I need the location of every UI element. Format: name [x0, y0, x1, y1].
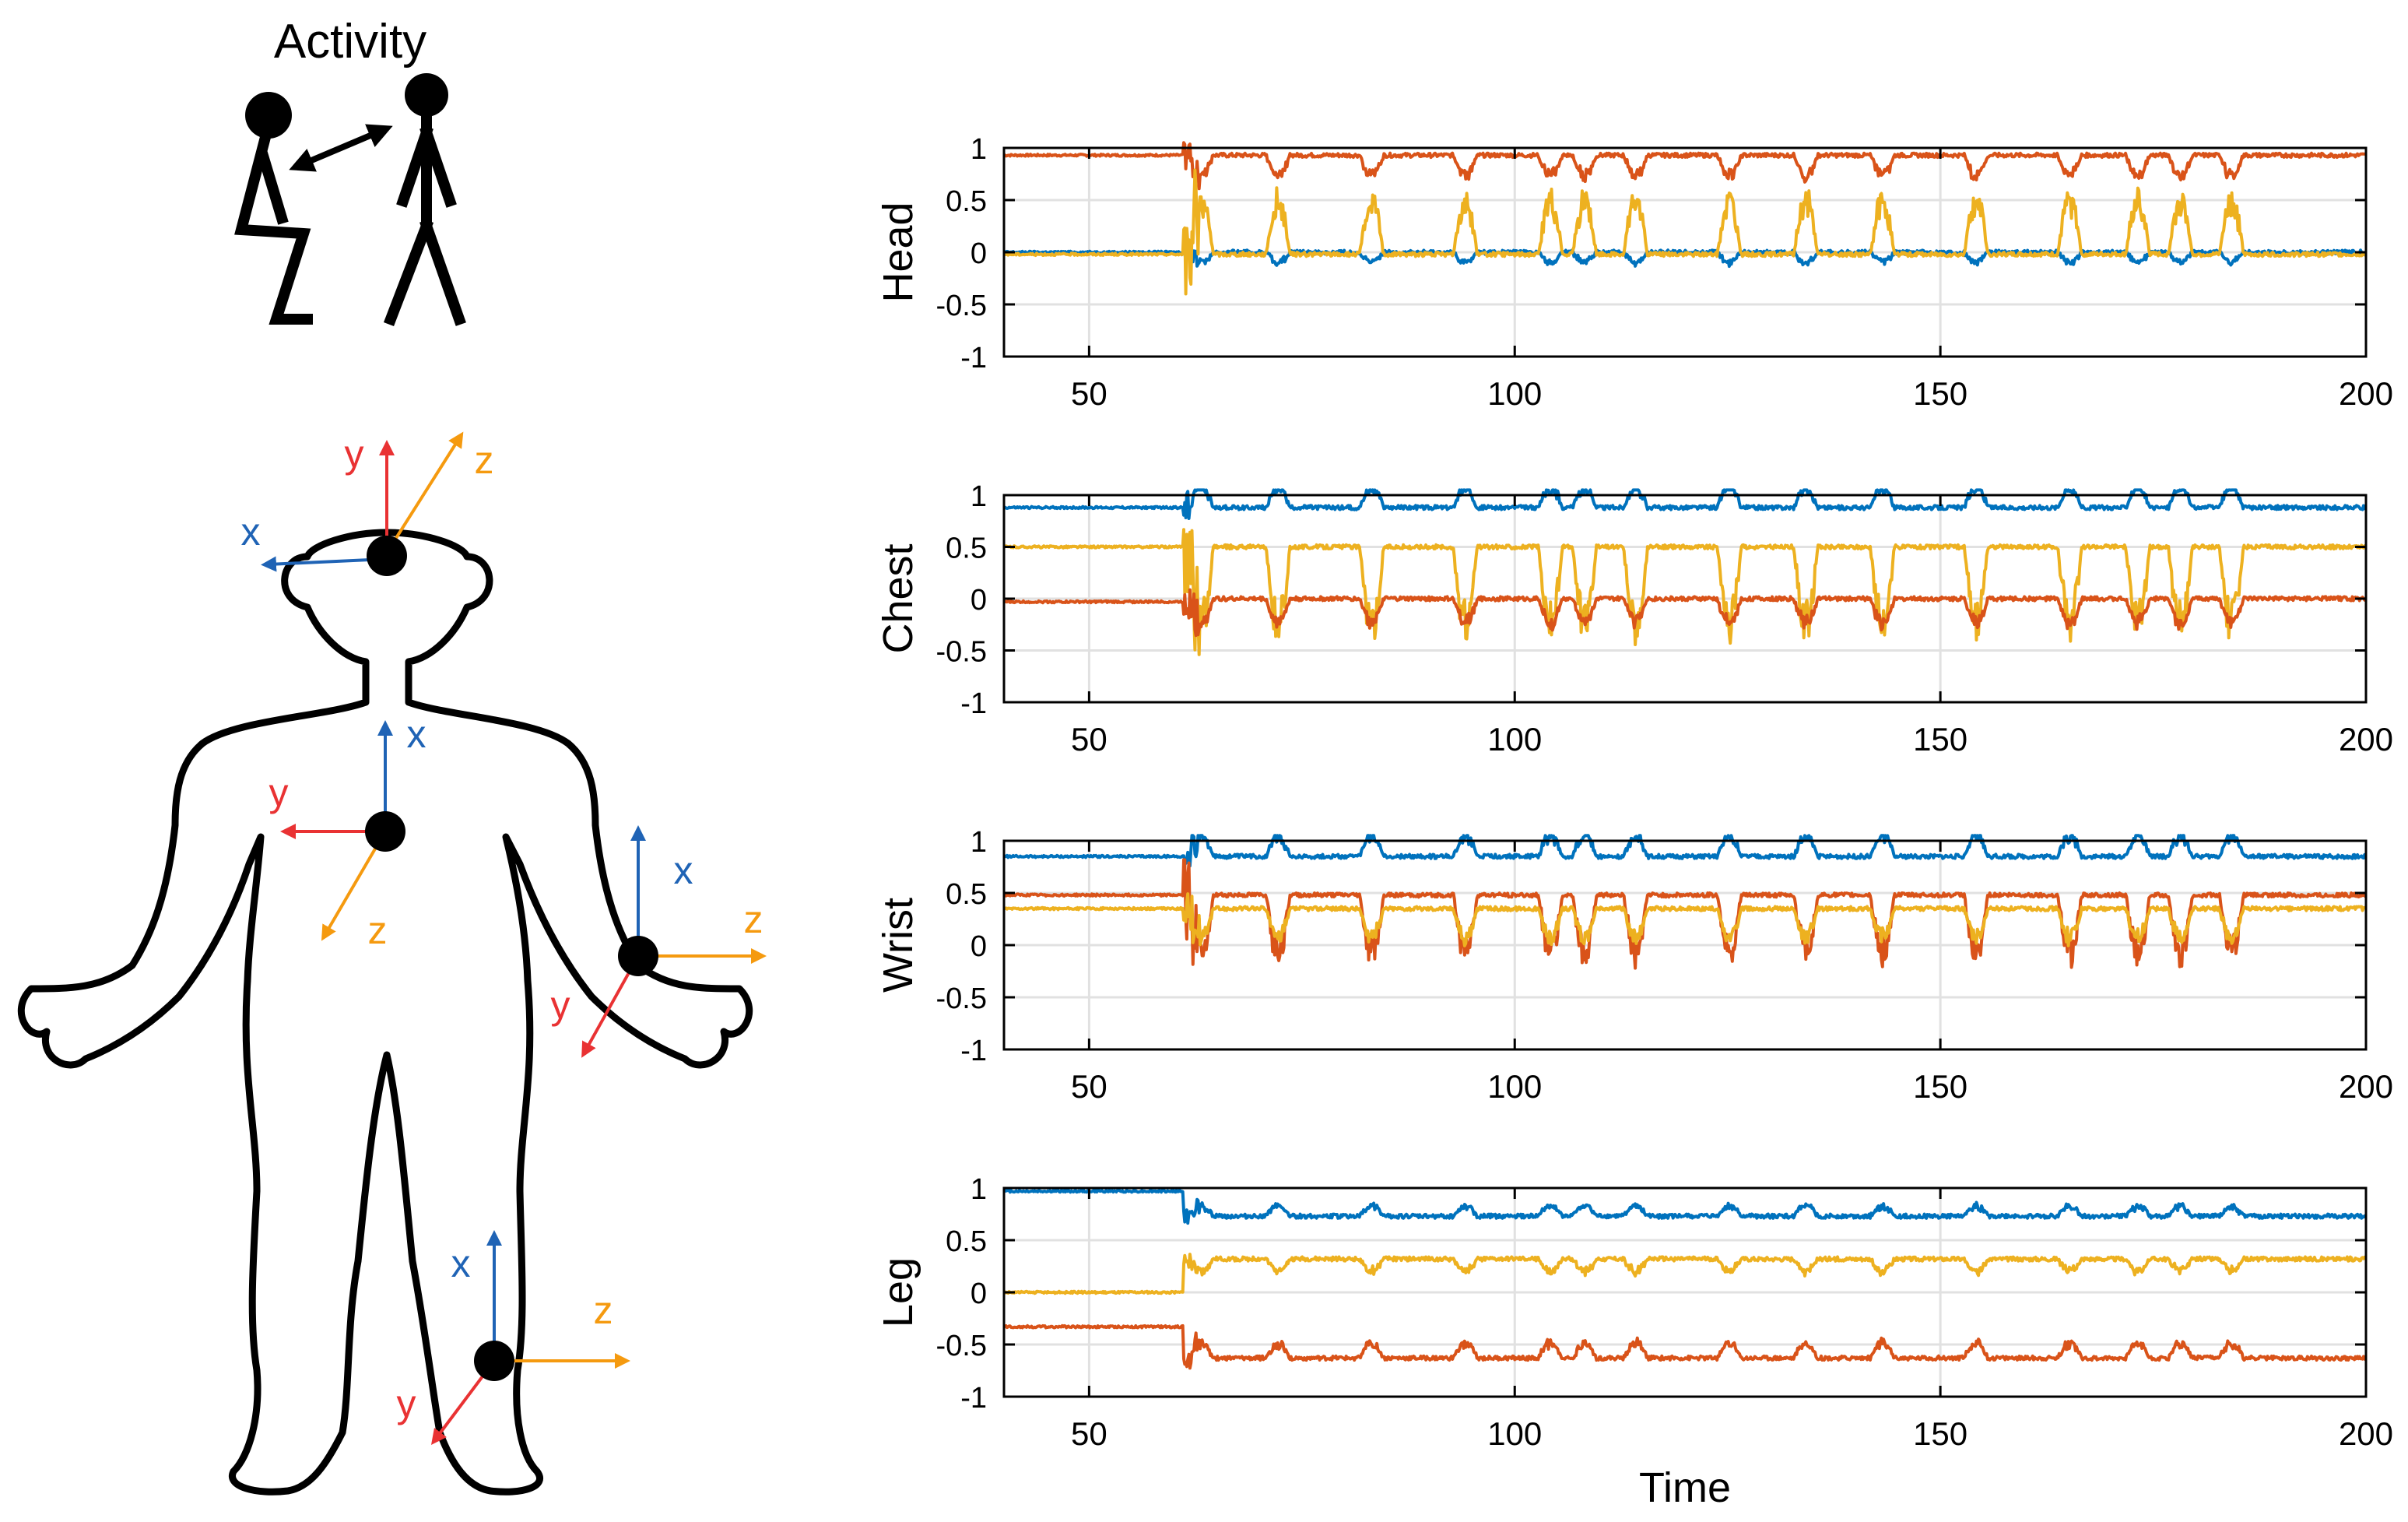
y-tick-label: 0.5 [946, 533, 987, 565]
leg-axis-x-label: x [451, 1242, 471, 1285]
y-tick-label: -0.5 [936, 982, 987, 1015]
series-line [1002, 168, 2368, 296]
x-tick-label: 100 [1487, 1415, 1542, 1452]
x-tick-label: 150 [1913, 1068, 1967, 1105]
head-axis-x-label: x [241, 510, 261, 554]
y-tick-label: 0 [971, 930, 987, 963]
body-sensor-illustration: Activity y z x x y z [17, 15, 767, 1496]
series-line [1002, 1253, 2368, 1295]
series-line [1003, 528, 2367, 656]
series-line [1003, 488, 2368, 520]
head-sensor: y z x [241, 431, 494, 576]
chart-wrist: 50 100 150 200 1 0.5 0 -0.5 -1 Wrist [875, 826, 2393, 1105]
y-tick-label: 0 [971, 1278, 987, 1310]
activity-title: Activity [274, 15, 426, 69]
y-tick-label: -0.5 [936, 290, 987, 322]
leg-sensor: x z y [397, 1230, 630, 1445]
series-line [1003, 141, 2367, 191]
y-tick-label: 0.5 [946, 1225, 987, 1258]
y-tick-label: 0 [971, 237, 987, 270]
x-tick-label: 150 [1913, 721, 1967, 757]
chest-sensor: x y z [269, 712, 426, 952]
x-tick-label: 100 [1487, 721, 1542, 757]
series-line [1002, 834, 2368, 868]
x-tick-label: 50 [1071, 1415, 1107, 1452]
y-tick-label: 0 [971, 584, 987, 617]
x-tick-label: 200 [2339, 1415, 2393, 1452]
leg-axis-y-label: y [397, 1382, 416, 1425]
y-tick-label: 0.5 [946, 878, 987, 911]
x-tick-label: 100 [1487, 1068, 1542, 1105]
y-tick-label: 1 [971, 480, 987, 513]
wrist-axis-x-label: x [674, 849, 693, 892]
head-axis-y-label: y [345, 432, 364, 476]
chest-axis-z-label: z [368, 909, 388, 952]
y-axis-label: Wrist [875, 898, 921, 993]
y-tick-label: 0.5 [946, 185, 987, 218]
x-tick-label: 200 [2339, 375, 2393, 412]
x-tick-label: 100 [1487, 375, 1542, 412]
y-axis-label: Leg [875, 1257, 921, 1327]
chest-axis-y-label: y [269, 771, 289, 814]
chart-head: 50 100 150 200 1 0.5 0 -0.5 -1 Head [875, 133, 2393, 412]
chest-axis-x-label: x [407, 712, 426, 756]
y-tick-label: 1 [971, 1173, 987, 1206]
y-tick-label: -1 [960, 1035, 987, 1067]
x-tick-label: 150 [1913, 1415, 1967, 1452]
head-axis-z-label: z [475, 438, 494, 482]
x-tick-label: 50 [1071, 721, 1107, 757]
y-tick-label: -1 [960, 687, 987, 720]
chart-chest: 50 100 150 200 1 0.5 0 -0.5 -1 Chest [875, 480, 2393, 757]
leg-axis-z-label: z [594, 1288, 613, 1332]
wrist-axis-y-label: y [551, 983, 570, 1027]
y-tick-label: -0.5 [936, 1330, 987, 1362]
series-line [1002, 588, 2368, 638]
y-axis-label: Chest [875, 543, 921, 653]
y-tick-label: 1 [971, 826, 987, 859]
x-tick-label: 50 [1071, 1068, 1107, 1105]
x-tick-label: 200 [2339, 721, 2393, 757]
body-outline [17, 529, 753, 1496]
x-tick-label: 50 [1071, 375, 1107, 412]
x-tick-label: 150 [1913, 375, 1967, 412]
y-tick-label: -1 [960, 1382, 987, 1415]
y-tick-label: -1 [960, 342, 987, 374]
series-line [1003, 1323, 2368, 1370]
series-line [1003, 892, 2367, 947]
x-tick-label: 200 [2339, 1068, 2393, 1105]
y-tick-label: 1 [971, 133, 987, 166]
wrist-axis-z-label: z [744, 898, 763, 941]
series-line [1003, 858, 2368, 970]
x-axis-label: Time [1639, 1464, 1731, 1511]
y-tick-label: -0.5 [936, 636, 987, 669]
wrist-sensor: x z y [551, 825, 767, 1058]
stick-figures-icon [234, 73, 466, 327]
y-axis-label: Head [875, 202, 921, 302]
series-line [1002, 1188, 2367, 1225]
